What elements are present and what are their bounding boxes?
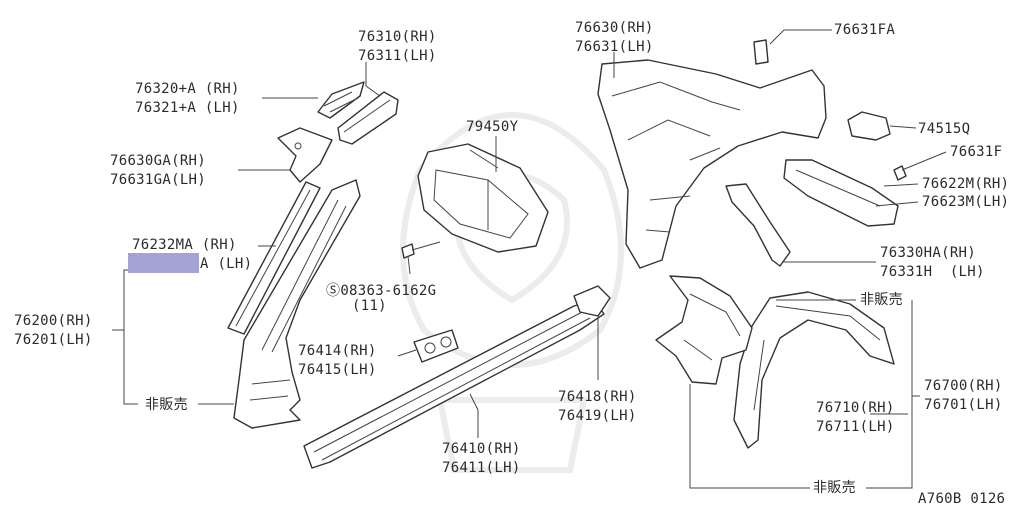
label-76700[interactable]: 76700(RH) — [924, 378, 1003, 394]
label-76330ha[interactable]: 76330HA(RH) — [880, 245, 977, 261]
label-76414[interactable]: 76414(RH) — [298, 343, 377, 359]
label-76701[interactable]: 76701(LH) — [924, 397, 1003, 413]
part-76232ma-pillar[interactable] — [227, 181, 321, 335]
label-76622m[interactable]: 76622M(RH) — [922, 176, 1010, 192]
part-76418-sill-end[interactable] — [573, 285, 611, 317]
label-76232ma[interactable]: 76232MA (RH) — [132, 237, 237, 253]
label-76320[interactable]: 76320+A (RH) — [135, 81, 240, 97]
label-not-for-sale-1: 非販売 — [145, 397, 188, 413]
label-76410[interactable]: 76410(RH) — [442, 441, 521, 457]
bolt-code-text: 08363-6162G — [340, 283, 437, 299]
screw-symbol-icon: Ⓢ — [326, 283, 341, 299]
part-76330ha-bracket[interactable] — [725, 183, 791, 267]
part-76631fa-plate[interactable] — [753, 39, 769, 65]
bolt-08363-6162g[interactable] — [401, 241, 441, 275]
label-bolt-code[interactable]: Ⓢ08363-6162G — [326, 282, 436, 300]
part-wheel-arch-inner[interactable] — [655, 275, 753, 385]
highlight-box-76233ma — [128, 253, 199, 273]
part-76630-inner-panel[interactable] — [597, 59, 827, 269]
label-76321[interactable]: 76321+A (LH) — [135, 100, 240, 116]
label-76331h[interactable]: 76331H (LH) — [880, 264, 985, 280]
label-not-for-sale-2: 非販売 — [860, 292, 903, 308]
part-76414-bracket[interactable] — [413, 329, 459, 363]
part-76700-wheelhouse[interactable] — [733, 291, 895, 449]
label-76310[interactable]: 76310(RH) — [358, 29, 437, 45]
label-76630ga[interactable]: 76630GA(RH) — [110, 153, 207, 169]
label-bolt-qty: (11) — [352, 298, 387, 314]
label-74515q[interactable]: 74515Q — [918, 121, 971, 137]
label-76418[interactable]: 76418(RH) — [558, 389, 637, 405]
diagram-code: A760B 0126 — [918, 491, 1006, 507]
part-76630ga-bracket[interactable] — [277, 127, 333, 183]
label-76631f[interactable]: 76631F — [950, 144, 1003, 160]
label-76623m[interactable]: 76623M(LH) — [922, 194, 1010, 210]
part-79450y-screen[interactable] — [417, 143, 549, 253]
label-76631ga[interactable]: 76631GA(LH) — [110, 172, 207, 188]
part-74515q[interactable] — [847, 111, 891, 141]
label-76631fa[interactable]: 76631FA — [834, 22, 896, 38]
leader-lines — [112, 29, 947, 489]
label-76201[interactable]: 76201(LH) — [14, 332, 93, 348]
label-not-for-sale-3: 非販売 — [813, 480, 856, 496]
label-76200[interactable]: 76200(RH) — [14, 313, 93, 329]
label-76411[interactable]: 76411(LH) — [442, 460, 521, 476]
part-76310-reinforcement[interactable] — [337, 91, 399, 145]
part-76320-bracket[interactable] — [317, 81, 365, 119]
label-76631[interactable]: 76631(LH) — [575, 39, 654, 55]
label-76233ma-suffix[interactable]: A (LH) — [200, 256, 253, 272]
part-76631f-clip[interactable] — [893, 165, 907, 181]
label-76630[interactable]: 76630(RH) — [575, 20, 654, 36]
label-76415[interactable]: 76415(LH) — [298, 362, 377, 378]
label-79450y[interactable]: 79450Y — [466, 119, 519, 135]
part-76622m-extension[interactable] — [783, 159, 899, 227]
part-76200-pillar[interactable] — [233, 179, 361, 429]
label-76710[interactable]: 76710(RH) — [816, 400, 895, 416]
label-76711[interactable]: 76711(LH) — [816, 419, 895, 435]
label-76311[interactable]: 76311(LH) — [358, 48, 437, 64]
label-76419[interactable]: 76419(LH) — [558, 408, 637, 424]
